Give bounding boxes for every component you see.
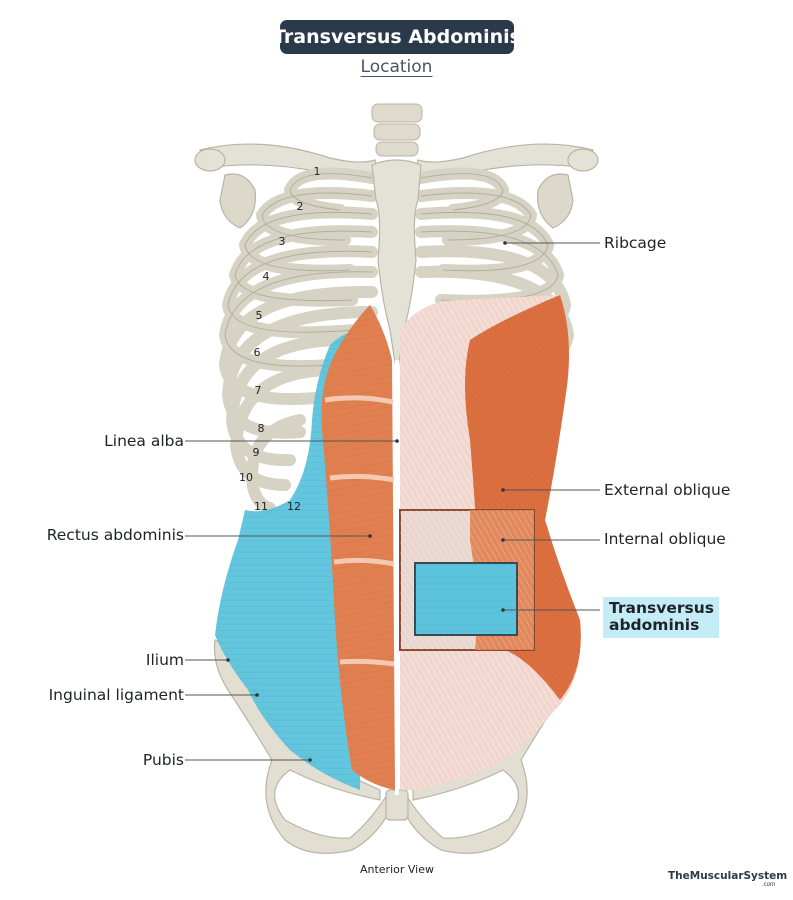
- page-subtitle: Location: [360, 57, 433, 77]
- rib-number-6: 6: [253, 346, 261, 359]
- brand-suffix: .com: [762, 882, 776, 888]
- rib-number-3: 3: [278, 235, 286, 248]
- leader-lines: [185, 242, 600, 761]
- page-title: Transversus Abdominis: [273, 20, 521, 54]
- rib-number-11: 11: [254, 500, 268, 513]
- rib-number-5: 5: [255, 309, 263, 322]
- label-ilium: Ilium: [145, 651, 184, 669]
- label-internal-oblique: Internal oblique: [604, 530, 726, 548]
- spine: [371, 103, 423, 157]
- scapula-heads: [219, 173, 574, 229]
- rib-number-4: 4: [262, 270, 270, 283]
- rib-number-7: 7: [254, 384, 262, 397]
- clavicles: [194, 143, 599, 176]
- label-transversus-abdominis: Transversus abdominis: [603, 597, 719, 638]
- rib-number-2: 2: [296, 200, 304, 213]
- label-linea-alba: Linea alba: [104, 432, 184, 450]
- rib-number-12: 12: [287, 500, 301, 513]
- rib-number-8: 8: [257, 422, 265, 435]
- rib-number-1: 1: [313, 165, 321, 178]
- rib-number-9: 9: [252, 446, 260, 459]
- label-ribcage: Ribcage: [604, 234, 667, 252]
- brand-logo-text: TheMuscularSystem: [668, 870, 788, 882]
- leader-dots: [226, 241, 507, 762]
- sternum: [371, 159, 422, 376]
- ribs-left-outline: [224, 173, 373, 367]
- rib-number-10: 10: [239, 471, 253, 484]
- label-rectus-abdominis: Rectus abdominis: [46, 526, 184, 544]
- tendinous-intersections: [324, 395, 395, 667]
- label-inguinal-ligament: Inguinal ligament: [48, 686, 184, 704]
- view-caption: Anterior View: [359, 863, 434, 876]
- label-external-oblique: External oblique: [604, 481, 731, 499]
- label-pubis: Pubis: [142, 751, 184, 769]
